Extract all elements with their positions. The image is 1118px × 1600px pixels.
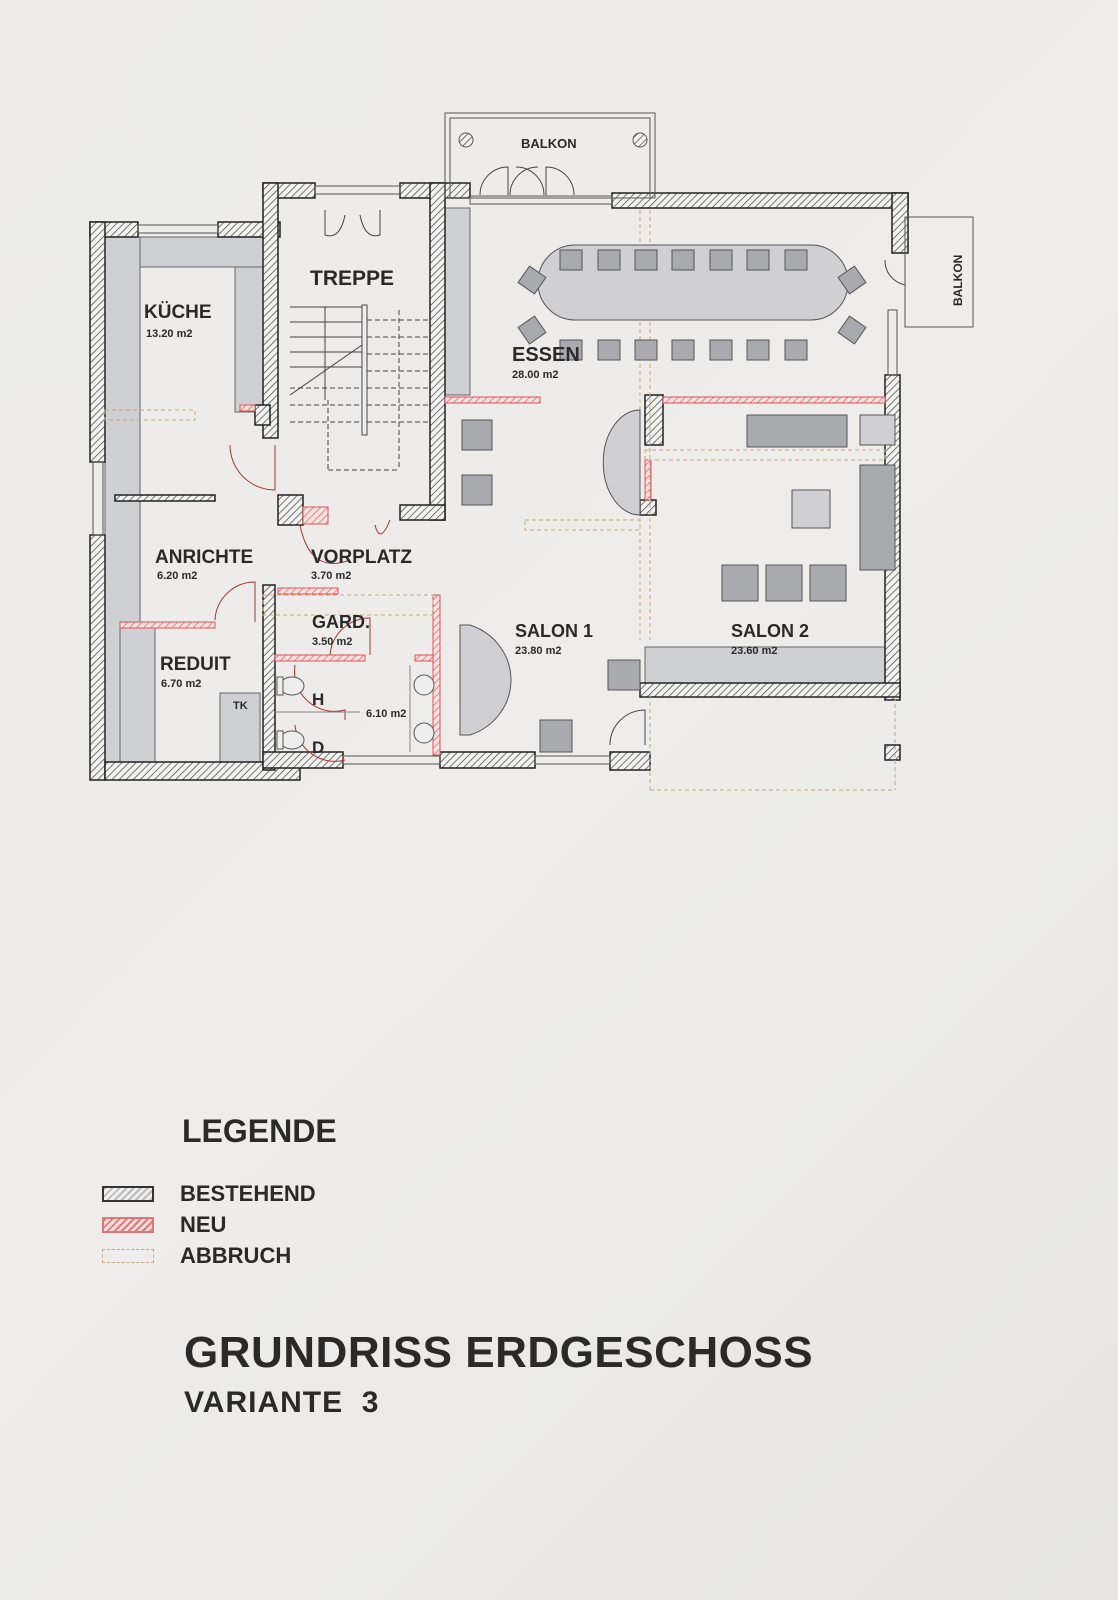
room-reduit-name: REDUIT [160, 654, 231, 675]
wc-h-label: H [312, 690, 324, 709]
drawing-title: GRUNDRISS ERDGESCHOSS [184, 1328, 814, 1377]
legend-item-demolition: ABBRUCH [102, 1243, 291, 1269]
room-gard-area: 3.50 m2 [312, 636, 352, 648]
room-wc-area: 6.10 m2 [366, 708, 406, 720]
room-salon2-area: 23.60 m2 [731, 645, 777, 657]
legend-title: LEGENDE [182, 1113, 337, 1149]
room-anrichte-area: 6.20 m2 [157, 570, 197, 582]
legend-item-existing: BESTEHEND [102, 1181, 316, 1207]
sofa [859, 464, 896, 571]
cabinetry [104, 207, 886, 778]
room-salon1-name: SALON 1 [515, 621, 593, 641]
balkon-right-label: BALKON [951, 255, 965, 306]
room-labels: KÜCHE 13.20 m2 TREPPE ESSEN 28.00 m2 ANR… [144, 136, 965, 757]
room-kueche-area: 13.20 m2 [146, 328, 192, 340]
legend-label: ABBRUCH [180, 1243, 292, 1268]
legend-item-new: NEU [102, 1212, 226, 1238]
sanitary-fixtures [276, 674, 435, 750]
legend-label: NEU [180, 1212, 227, 1237]
staircase [289, 304, 430, 471]
tk-label: TK [233, 700, 248, 712]
room-reduit-area: 6.70 m2 [161, 678, 201, 690]
room-treppe-name: TREPPE [310, 267, 394, 290]
room-salon2-name: SALON 2 [731, 621, 809, 641]
legend-swatch-demolition [102, 1249, 154, 1263]
balkon-top-label: BALKON [521, 136, 577, 151]
room-essen-area: 28.00 m2 [512, 369, 558, 381]
room-vorplatz-area: 3.70 m2 [311, 570, 351, 582]
sofa [746, 414, 848, 448]
balcony-top [444, 112, 656, 199]
room-vorplatz-name: VORPLATZ [311, 547, 412, 568]
legend-swatch-existing [102, 1186, 154, 1202]
furniture [459, 244, 896, 753]
dining-chairs [517, 249, 867, 361]
new-walls [119, 396, 886, 756]
room-kueche-name: KÜCHE [144, 302, 212, 323]
existing-walls [89, 182, 909, 781]
room-essen-name: ESSEN [512, 344, 580, 366]
legend-swatch-new [102, 1217, 154, 1233]
legend-label: BESTEHEND [180, 1181, 316, 1206]
room-salon1-area: 23.80 m2 [515, 645, 561, 657]
room-gard-name: GARD. [312, 612, 370, 632]
wc-d-label: D [312, 738, 324, 757]
drawing-subtitle: VARIANTE 3 [184, 1386, 380, 1419]
balcony-right [904, 216, 974, 328]
wc-partition [275, 665, 411, 752]
room-anrichte-name: ANRICHTE [155, 547, 253, 568]
